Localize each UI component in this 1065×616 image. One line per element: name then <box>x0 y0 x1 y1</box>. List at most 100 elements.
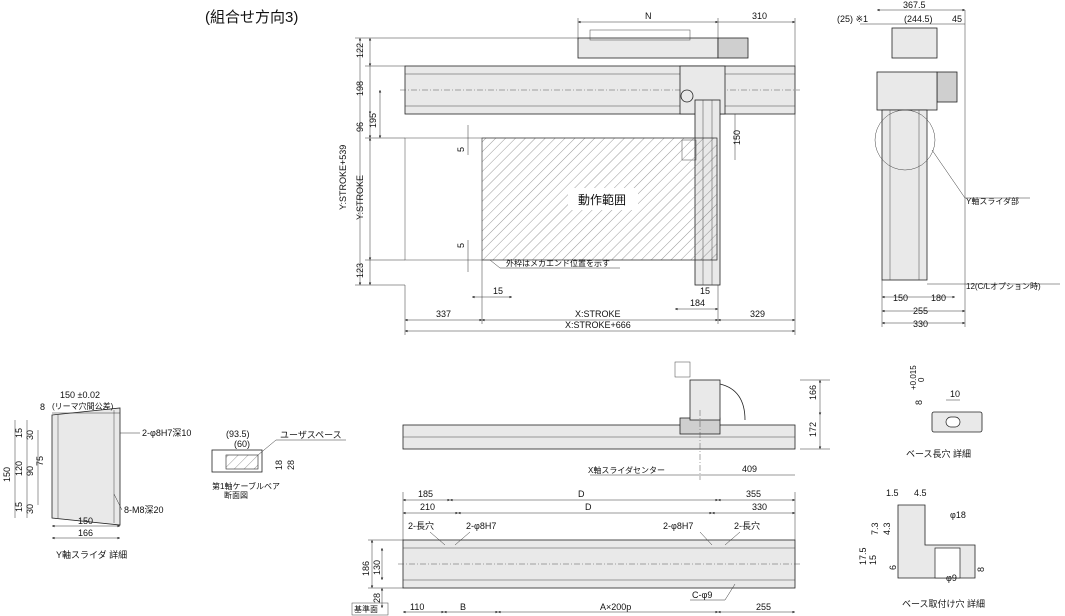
drawing-title: (組合せ方向3) <box>205 9 298 26</box>
motion-range-label: 動作範囲 <box>578 192 626 207</box>
dim-x-stroke: X:STROKE <box>575 309 621 319</box>
cable-bear-outer <box>211 449 263 473</box>
dim-5-upper: 5 <box>456 147 466 152</box>
front-y-axis <box>689 379 721 421</box>
dim-180: 180 <box>931 293 946 303</box>
dim-184: 184 <box>690 298 705 308</box>
dim-330: 330 <box>752 502 767 512</box>
dim-4-5: 4.5 <box>914 488 927 498</box>
dim-329: 329 <box>750 309 765 319</box>
dim-15-b: 15 <box>14 502 24 512</box>
dim-30-b: 30 <box>25 504 35 514</box>
dim-210: 210 <box>420 502 435 512</box>
mech-end-note: 外枠はメカエンド位置を示す <box>506 258 610 268</box>
hole-pin-right: 2-φ8H7 <box>663 521 693 531</box>
dim-8-slot: 8 <box>914 400 924 405</box>
dim-8-mount: 8 <box>976 567 986 572</box>
slot-detail-caption: ベース長穴 詳細 <box>906 448 971 459</box>
dim-30-a: 30 <box>25 430 35 440</box>
dim-255-plan: 255 <box>756 602 771 612</box>
mount-detail-caption: ベース取付け穴 詳細 <box>902 598 985 609</box>
dim-150-tol: 150 ±0.02 <box>60 390 100 400</box>
hole-slot-left: 2-長穴 <box>408 520 434 531</box>
dim-15-left: 15 <box>493 286 503 296</box>
dim-367-5: 367.5 <box>903 0 926 10</box>
dim-96: 96 <box>355 122 365 132</box>
side-motor <box>891 27 938 59</box>
hole-pin-left: 2-φ8H7 <box>466 521 496 531</box>
dim-y-stroke-539: Y:STROKE+539 <box>338 145 348 210</box>
dim-60: (60) <box>234 439 250 449</box>
dim-a-pitch: A×200p <box>600 602 631 612</box>
dim-186: 186 <box>361 561 371 576</box>
dim-b: B <box>460 602 466 612</box>
dim-150-side: 150 <box>893 293 908 303</box>
dim-195: 195 <box>368 113 378 128</box>
dim-phi18: φ18 <box>950 510 966 520</box>
y-motor-end <box>717 37 749 59</box>
cable-caption-1: 第1軸ケーブルベア <box>212 481 280 491</box>
dim-n: N <box>645 11 652 21</box>
dim-28: 28 <box>372 593 382 603</box>
slider-detail: 150 ±0.02 (リーマ穴間公差) 8 15 30 120 150 90 7… <box>2 390 191 560</box>
callout-y-slider: Y軸スライダ部 <box>966 196 1019 206</box>
dim-phi9: φ9 <box>946 573 957 583</box>
reamer-note: (リーマ穴間公差) <box>52 401 114 411</box>
dim-d-1: D <box>578 489 585 499</box>
dim-7-3: 7.3 <box>870 522 880 535</box>
dim-15-right: 15 <box>700 286 710 296</box>
slider-detail-caption: Y軸スライダ 詳細 <box>56 549 127 560</box>
dim-5-lower: 5 <box>456 243 466 248</box>
callout-cl-option: 12(C/Lオプション時) <box>966 282 1041 291</box>
dim-y-stroke: Y:STROKE <box>355 175 365 220</box>
dim-6-mount: 6 <box>888 565 898 570</box>
dim-166-bottom: 166 <box>78 528 93 538</box>
dim-166-front: 166 <box>808 385 818 400</box>
callout-tap-hole: 8-M8深20 <box>124 505 164 515</box>
dim-1-5: 1.5 <box>886 488 899 498</box>
x-slider-center-label: X軸スライダセンター <box>588 465 665 475</box>
slider-detail-circle <box>874 109 936 171</box>
dim-45: 45 <box>952 14 962 24</box>
callout-user-space: ユーザスペース <box>280 430 342 440</box>
datum-label: 基準面 <box>354 604 378 614</box>
dim-10-slot: 10 <box>950 389 960 399</box>
user-space-area <box>225 454 259 470</box>
y-motor-housing <box>577 37 719 59</box>
dim-d-2: D <box>585 502 592 512</box>
dim-150-bottom: 150 <box>78 516 93 526</box>
dim-130: 130 <box>372 560 382 575</box>
dim-355: 355 <box>746 489 761 499</box>
cable-caption-2: 断面図 <box>224 490 248 500</box>
dim-337: 337 <box>436 309 451 319</box>
mech-end-frame <box>404 137 718 261</box>
dim-198: 198 <box>355 81 365 96</box>
side-y-axis <box>881 109 928 281</box>
dim-409: 409 <box>742 464 757 474</box>
dim-120: 120 <box>14 461 24 476</box>
hole-callout-c: C-φ9 <box>692 590 712 600</box>
dim-150-left: 150 <box>2 467 12 482</box>
dim-25-note: (25) ※1 <box>837 14 868 24</box>
tol-lower: 0 <box>917 377 926 382</box>
callout-pin-hole: 2-φ8H7深10 <box>142 428 191 438</box>
dim-244-5: (244.5) <box>904 14 933 24</box>
slot-detail: 10 8 +0.015 0 ベース長穴 詳細 <box>906 365 983 459</box>
dim-17-5: 17.5 <box>858 547 868 565</box>
hole-slot-right: 2-長穴 <box>734 520 760 531</box>
mount-detail: 1.5 4.5 φ18 7.3 4.3 17.5 15 6 8 φ9 ベース取付… <box>858 488 986 609</box>
side-motor-2 <box>936 71 958 103</box>
cable-detail: (93.5) (60) 18 28 ユーザスペース 第1軸ケーブルベア 断面図 <box>211 429 346 500</box>
dim-4-3: 4.3 <box>882 522 892 535</box>
side-view: Y軸スライダ部 12(C/Lオプション時) 367.5 (25) ※1 (244… <box>837 0 1060 329</box>
dim-122: 122 <box>355 43 365 58</box>
main-view: 動作範囲 N 310 122 198 96 195 Y:STROKE+539 Y… <box>338 11 800 335</box>
dim-172-front: 172 <box>808 422 818 437</box>
tol-upper: +0.015 <box>909 365 918 390</box>
y-motor-cover <box>589 29 691 41</box>
dim-123: 123 <box>355 263 365 278</box>
slider-plate <box>51 407 121 526</box>
dim-150: 150 <box>732 130 742 145</box>
cable-carrier <box>719 383 746 421</box>
